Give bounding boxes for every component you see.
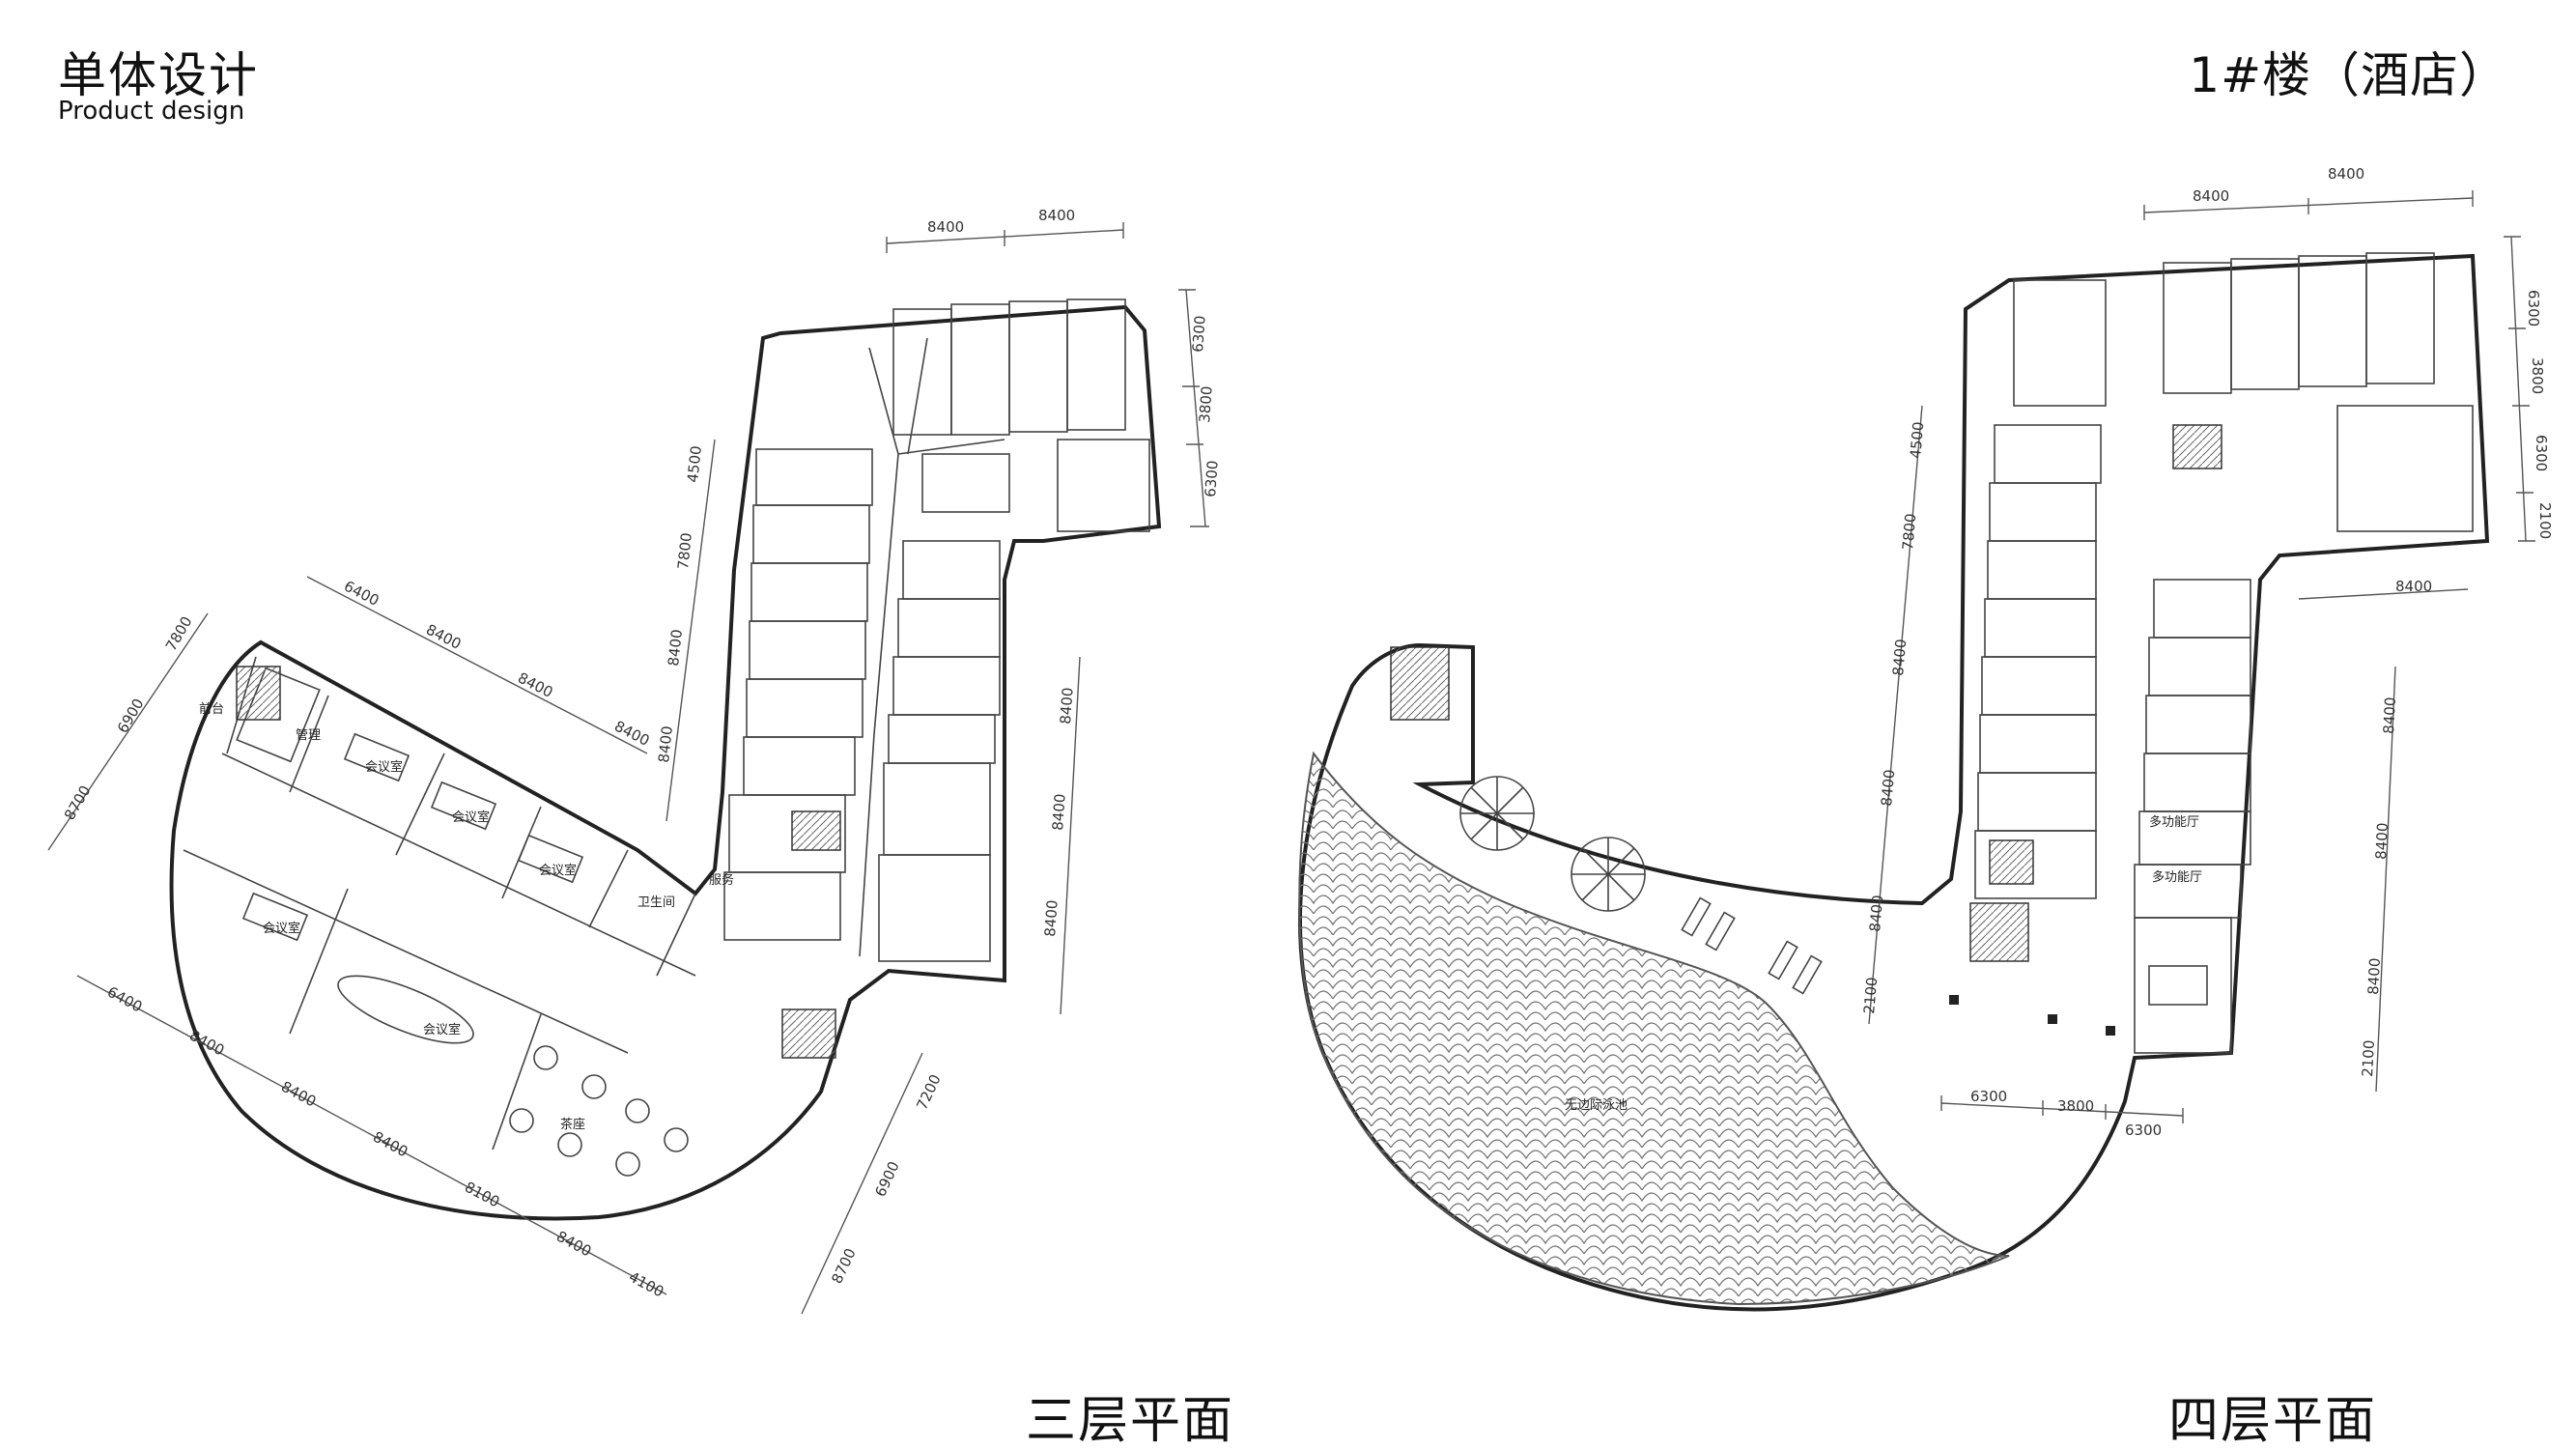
fourth-floor-rooms xyxy=(1974,252,2474,1054)
label-function-2: 多功能厅 xyxy=(2152,869,2202,885)
label-office: 管理 xyxy=(296,728,321,743)
label-meeting-3: 会议室 xyxy=(539,863,577,878)
dim-diag-bottom-7: 4100 xyxy=(626,1268,666,1301)
tower-corridor xyxy=(859,337,1005,957)
fourth-floor-plan: 无边际泳池 xyxy=(1298,165,2554,1312)
dim4-rcol-4: 2100 xyxy=(2359,1039,2378,1077)
dim4-bottom-1: 6300 xyxy=(1970,1088,2007,1105)
dim4-rcol-1: 8400 xyxy=(2380,696,2399,734)
dim4-col-1: 4500 xyxy=(1907,421,1927,460)
dim-right-2: 3800 xyxy=(1196,385,1216,423)
dim-top-1: 8400 xyxy=(927,218,964,236)
label-storage: 服务 xyxy=(709,872,734,888)
third-floor-plan: 前台 管理 会议室 会议室 会议室 会议室 会议室 茶座 卫生间 服务 8400… xyxy=(47,207,1222,1315)
dim-diag-bottom-4: 8400 xyxy=(370,1128,410,1161)
label-front-desk: 前台 xyxy=(199,701,224,717)
stair-cores xyxy=(236,666,841,1059)
left-room-column xyxy=(723,448,873,941)
dim-col-2: 7800 xyxy=(674,532,695,571)
conference-table xyxy=(337,975,474,1044)
third-floor-dimensions: 8400 8400 6300 3800 6300 4500 7800 8400 … xyxy=(47,207,1222,1315)
right-room-column xyxy=(878,540,1001,962)
dim4-bottom-2: 3800 xyxy=(2057,1097,2094,1115)
dim-diag-bottom-1: 6400 xyxy=(104,983,145,1016)
dim4-top-1: 8400 xyxy=(2193,187,2229,205)
dim4-right-4: 2100 xyxy=(2536,502,2554,539)
dim4-bottom-right: 8400 xyxy=(2395,578,2432,595)
sun-loungers xyxy=(1681,896,1823,995)
dim-diag-bottom-6: 8400 xyxy=(553,1228,594,1261)
dim-col-3: 8400 xyxy=(665,629,686,668)
tea-tables xyxy=(509,1045,689,1177)
column-dots xyxy=(1949,995,2115,1036)
label-big-meeting: 会议室 xyxy=(423,1022,461,1037)
dim-diag-right-2: 6900 xyxy=(871,1158,902,1199)
label-toilet: 卫生间 xyxy=(637,895,675,910)
terrace-stair xyxy=(1390,646,1450,721)
dim4-col-6: 2100 xyxy=(1860,977,1881,1015)
dim4-rcol-3: 8400 xyxy=(2364,957,2384,995)
building-label: 1#楼（酒店） xyxy=(2189,47,2508,103)
third-floor-caption: 三层平面 xyxy=(1026,1392,1235,1449)
top-rooms xyxy=(892,298,1150,532)
dim4-top-2: 8400 xyxy=(2328,165,2364,183)
infinity-pool xyxy=(1298,751,2010,1306)
third-floor-outline xyxy=(169,304,1162,1221)
dim-diag-left-1: 7800 xyxy=(162,613,196,654)
dim-diag-top-4: 8400 xyxy=(611,718,652,750)
label-meeting-4: 会议室 xyxy=(263,921,300,936)
dim4-col-2: 7800 xyxy=(1899,513,1919,552)
dim-diag-right-3: 8700 xyxy=(828,1245,859,1286)
dim4-col-5: 8400 xyxy=(1866,895,1886,933)
dim-diag-right-1: 7200 xyxy=(913,1071,944,1112)
fourth-floor-cores xyxy=(1969,424,2222,962)
dim-diag-left-2: 6900 xyxy=(114,696,148,736)
dim-rcol-3: 8400 xyxy=(1041,899,1062,937)
dim4-col-3: 8400 xyxy=(1889,639,1910,677)
meeting-tables xyxy=(241,732,584,942)
dim4-col-4: 8400 xyxy=(1878,769,1898,808)
label-tea: 茶座 xyxy=(560,1117,585,1132)
page-subtitle: Product design xyxy=(58,97,245,126)
dim-diag-left-3: 8700 xyxy=(61,782,95,823)
fourth-floor-dimensions: 8400 8400 6300 3800 6300 2100 8400 4500 … xyxy=(1860,165,2554,1139)
fourth-floor-caption: 四层平面 xyxy=(2168,1392,2378,1449)
label-function-1: 多功能厅 xyxy=(2149,814,2199,830)
dim-col-1: 4500 xyxy=(684,445,705,484)
dim-diag-bottom-3: 8400 xyxy=(278,1078,319,1111)
sun-umbrellas xyxy=(1459,776,1646,912)
page-title: 单体设计 xyxy=(58,47,259,103)
dim-col-4: 8400 xyxy=(655,725,676,764)
dim-top-2: 8400 xyxy=(1038,207,1075,224)
dim-rcol-1: 8400 xyxy=(1057,687,1077,724)
dim-right-1: 6300 xyxy=(1189,315,1209,353)
dim4-right-1: 6300 xyxy=(2525,290,2542,327)
dim4-rcol-2: 8400 xyxy=(2372,822,2392,860)
dim4-bottom-3: 6300 xyxy=(2125,1122,2162,1139)
dim-diag-top-3: 8400 xyxy=(515,669,555,701)
dim-rcol-2: 8400 xyxy=(1049,793,1069,831)
label-meeting-2: 会议室 xyxy=(452,810,490,825)
lounge-furniture xyxy=(2148,965,2208,1006)
label-meeting-1: 会议室 xyxy=(365,759,403,775)
label-pool: 无边际泳池 xyxy=(1565,1098,1628,1113)
dim4-right-2: 3800 xyxy=(2529,357,2546,394)
dim4-right-3: 6300 xyxy=(2533,435,2550,471)
dim-right-3: 6300 xyxy=(1202,460,1222,497)
dim-diag-bottom-5: 8100 xyxy=(462,1179,502,1211)
